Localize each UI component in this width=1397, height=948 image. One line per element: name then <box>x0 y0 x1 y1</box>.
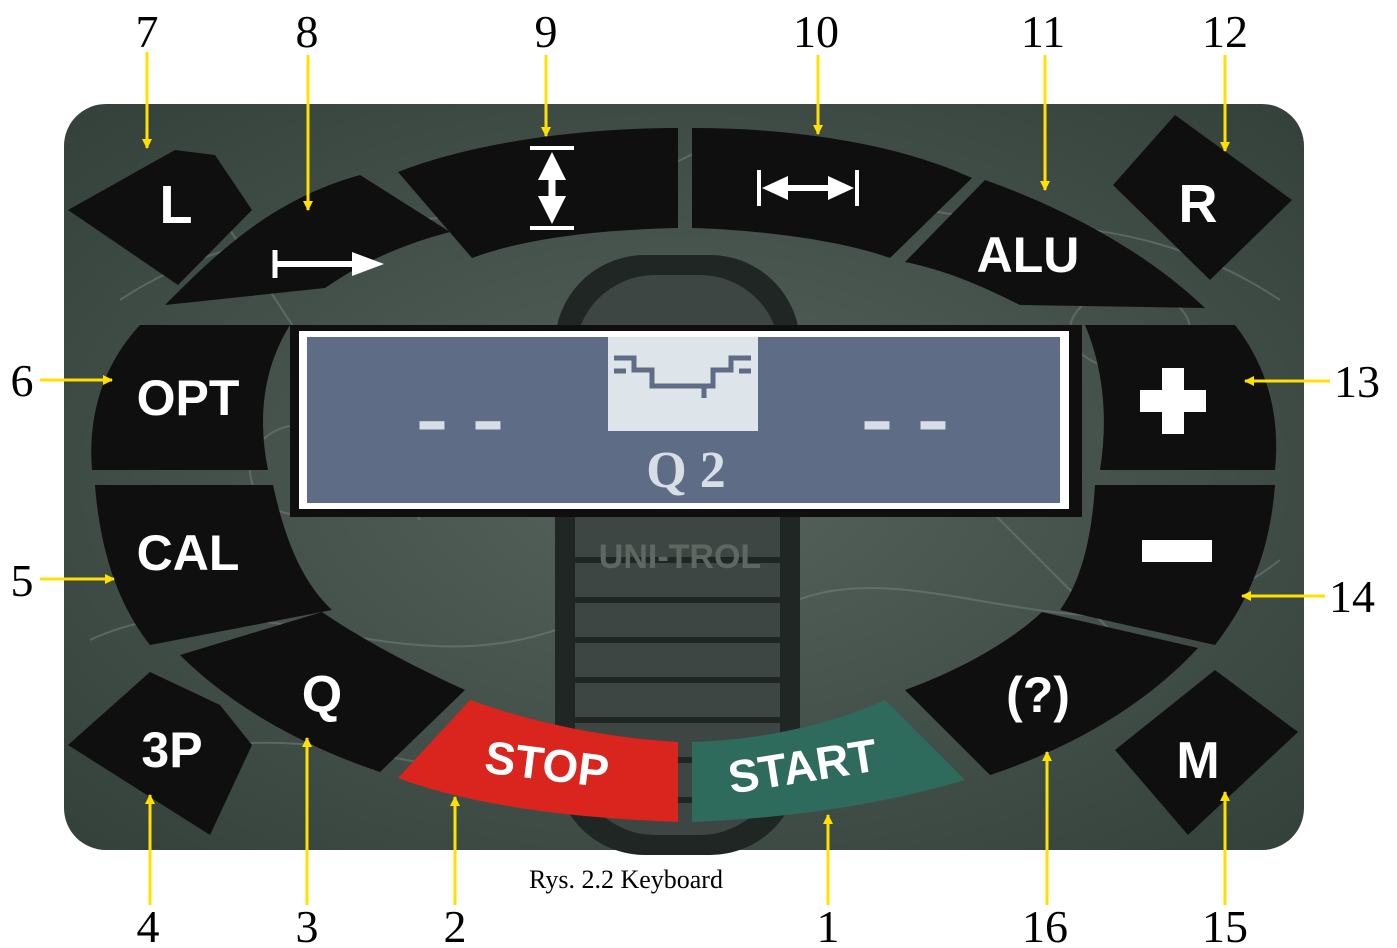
callout-12: 12 <box>1202 6 1248 57</box>
callout-2: 2 <box>444 901 467 948</box>
stop-key[interactable] <box>398 700 678 822</box>
three-p-key[interactable] <box>68 672 252 835</box>
callout-7: 7 <box>136 6 159 57</box>
callout-arrows <box>40 52 1330 905</box>
left-key[interactable] <box>68 150 252 285</box>
opt-key[interactable] <box>91 325 290 470</box>
rim-profile-icon <box>614 355 751 398</box>
opt-key-label: OPT <box>137 370 240 426</box>
callout-9: 9 <box>535 6 558 57</box>
start-key[interactable] <box>692 700 965 822</box>
cal-key-label: CAL <box>137 525 240 581</box>
callout-13: 13 <box>1334 356 1380 407</box>
q-key[interactable] <box>180 612 465 772</box>
callout-15: 15 <box>1202 901 1248 948</box>
alu-key-label: ALU <box>977 227 1080 283</box>
cal-key[interactable] <box>95 485 332 645</box>
callout-4: 4 <box>137 901 160 948</box>
diameter-key[interactable] <box>398 128 678 258</box>
m-key-label: M <box>1176 732 1219 790</box>
horizontal-dimension-icon <box>757 170 859 206</box>
m-key[interactable] <box>1115 670 1298 835</box>
lcd-right-value: - - <box>861 362 949 469</box>
lcd-left-value: - - <box>416 362 504 469</box>
callout-3: 3 <box>296 901 319 948</box>
distance-key[interactable] <box>165 175 450 305</box>
plus-icon <box>1140 368 1206 434</box>
callout-5: 5 <box>11 555 34 606</box>
help-key[interactable] <box>905 612 1198 775</box>
right-key[interactable] <box>1113 115 1292 280</box>
callout-14: 14 <box>1329 571 1375 622</box>
help-key-label: (?) <box>1006 667 1070 723</box>
alu-key[interactable] <box>905 180 1205 308</box>
three-p-key-label: 3P <box>141 722 202 778</box>
minus-key[interactable] <box>1060 485 1275 645</box>
lcd-display: - - - - Q 2 <box>290 325 1082 517</box>
arrow-right-icon <box>272 250 384 278</box>
q-key-label: Q <box>302 666 342 724</box>
callout-8: 8 <box>296 6 319 57</box>
left-key-label: L <box>160 175 193 235</box>
callout-16: 16 <box>1022 901 1068 948</box>
callout-10: 10 <box>793 6 839 57</box>
vertical-dimension-icon <box>530 146 574 230</box>
figure-caption: Rys. 2.2 Keyboard <box>529 865 723 894</box>
minus-icon <box>1142 540 1212 562</box>
callout-6: 6 <box>11 355 34 406</box>
callout-1: 1 <box>817 901 840 948</box>
lcd-mode-value: Q 2 <box>646 442 725 499</box>
callout-11: 11 <box>1021 6 1065 57</box>
brand-logo: UNI-TROL <box>599 538 761 576</box>
right-key-label: R <box>1179 174 1218 234</box>
